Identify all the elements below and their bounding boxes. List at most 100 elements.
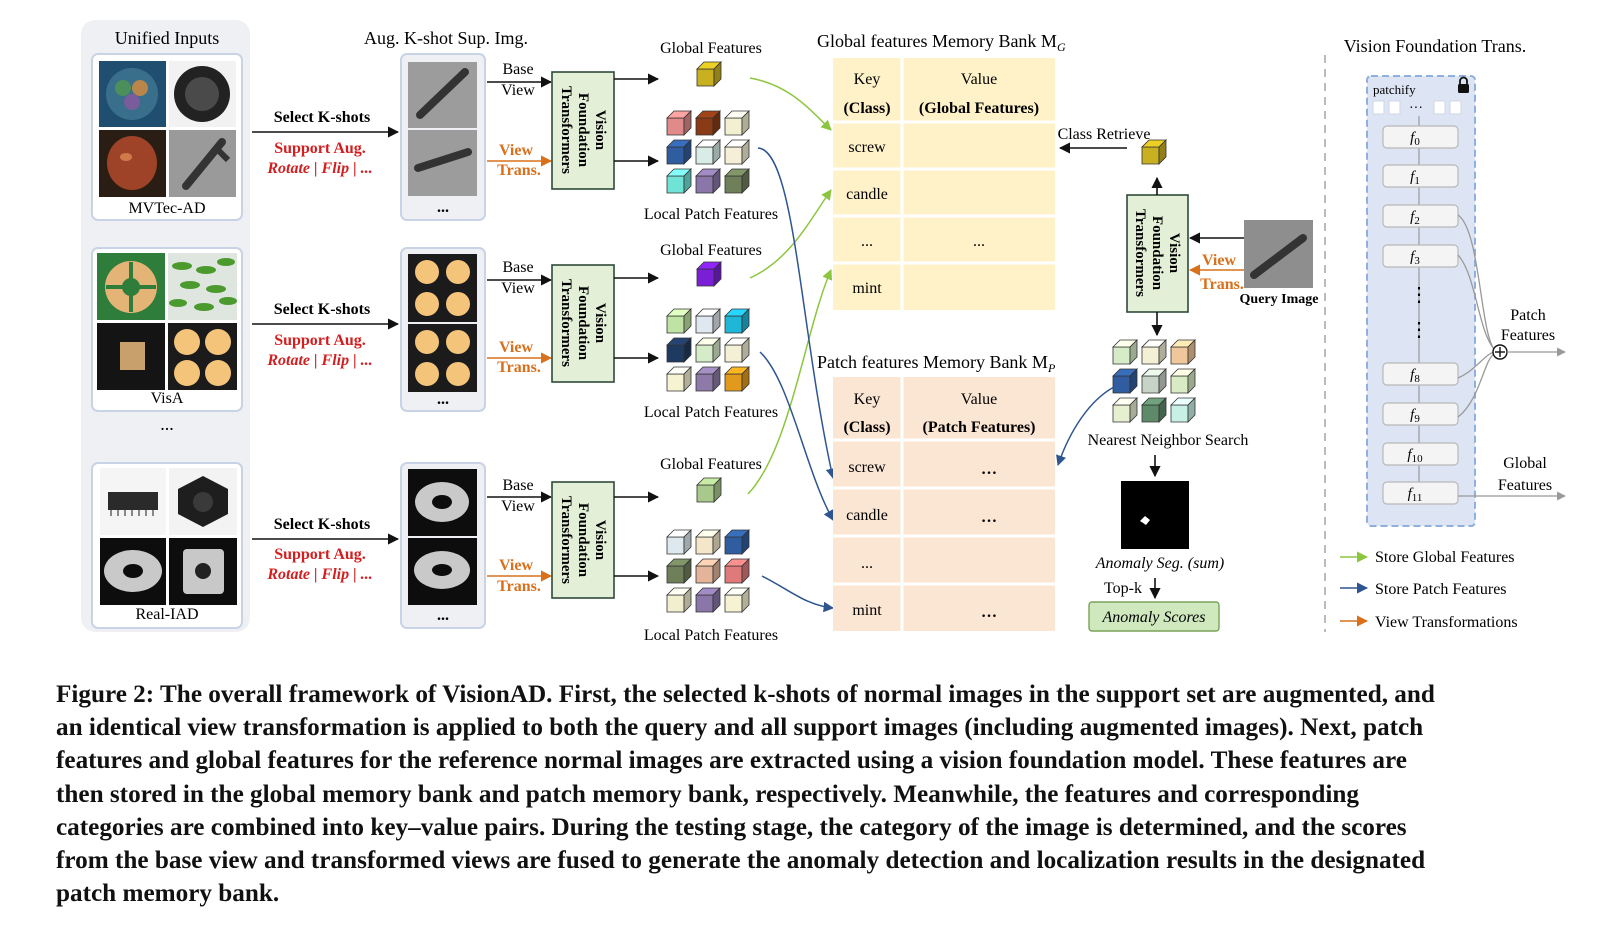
svg-text:...: ... bbox=[437, 391, 449, 408]
svg-text:⋮: ⋮ bbox=[1409, 319, 1429, 341]
caption-line: Figure 2: The overall framework of Visio… bbox=[56, 681, 1435, 708]
dataset-label-visa: VisA bbox=[151, 390, 184, 407]
svg-text:(Global Features): (Global Features) bbox=[919, 100, 1039, 117]
svg-text:Vision: Vision bbox=[592, 110, 608, 151]
feature-cube bbox=[666, 110, 692, 136]
svg-text:Base: Base bbox=[502, 61, 533, 78]
select-kshots-label: Select K-shots bbox=[274, 301, 370, 318]
svg-text:Vision: Vision bbox=[1166, 233, 1182, 274]
unified-inputs-panel: Unified Inputs MVTec-AD bbox=[81, 20, 250, 632]
feature-cube bbox=[695, 139, 721, 165]
feature-cube bbox=[666, 558, 692, 584]
select-kshots-row-2: Select K-shots Support Aug. Rotate | Fli… bbox=[252, 301, 400, 369]
anomaly-scores-label: Anomaly Scores bbox=[1102, 609, 1206, 626]
gbank-key-row: candle bbox=[846, 186, 888, 203]
feature-cube bbox=[695, 366, 721, 392]
svg-text:View: View bbox=[499, 142, 534, 159]
vft-layer-10: f10 bbox=[1382, 442, 1459, 466]
svg-text:Base: Base bbox=[502, 477, 533, 494]
feature-cube bbox=[696, 61, 722, 87]
feature-cube bbox=[724, 587, 750, 613]
feature-cube bbox=[724, 337, 750, 363]
feature-cube bbox=[666, 529, 692, 555]
vft-box bbox=[551, 264, 615, 383]
global-bank-title: Global features Memory Bank MG bbox=[817, 31, 1066, 54]
svg-text:Key: Key bbox=[854, 71, 881, 88]
feature-cube bbox=[695, 558, 721, 584]
svg-text:(Class): (Class) bbox=[843, 100, 890, 117]
caption-line: from the base view and transformed views… bbox=[56, 847, 1426, 875]
feature-cubes bbox=[666, 61, 1196, 625]
caption-line: features and global features for the ref… bbox=[56, 747, 1407, 775]
svg-text:f11: f11 bbox=[1408, 486, 1423, 504]
datasets-ellipsis: ... bbox=[160, 414, 174, 434]
svg-text:Key: Key bbox=[854, 391, 881, 408]
local-patch-features-label-2: Local Patch Features bbox=[644, 404, 778, 421]
patch-bank-title: Patch features Memory Bank MP bbox=[817, 352, 1056, 375]
local-patch-features-label-1: Local Patch Features bbox=[644, 206, 778, 223]
feature-cube bbox=[1141, 397, 1167, 423]
query-branch: Query Image View Trans. Vision Foundatio… bbox=[1056, 126, 1318, 632]
svg-text:f0: f0 bbox=[1410, 130, 1420, 148]
gbank-key-row: ... bbox=[861, 233, 873, 250]
vft-layer-1: f1 bbox=[1382, 164, 1459, 188]
svg-text:...: ... bbox=[437, 607, 449, 624]
svg-text:Transformers: Transformers bbox=[558, 496, 574, 584]
caption-line: an identical view transformation is appl… bbox=[56, 714, 1424, 742]
support-images-2: ... bbox=[400, 247, 486, 412]
feature-cube bbox=[1141, 139, 1167, 165]
pbank-key-row: candle bbox=[846, 507, 888, 524]
gbank-key-row: mint bbox=[852, 280, 882, 297]
feature-cube bbox=[666, 337, 692, 363]
svg-text:View: View bbox=[501, 82, 535, 99]
svg-text:f10: f10 bbox=[1407, 447, 1423, 465]
support-images-3: ... bbox=[400, 462, 486, 629]
vft-layer-9: f9 bbox=[1382, 402, 1459, 426]
aug-ops-label: Rotate | Flip | ... bbox=[266, 566, 372, 583]
svg-text:···: ··· bbox=[1409, 101, 1423, 116]
svg-text:View: View bbox=[501, 498, 535, 515]
vft-row-2: Base View View Trans. Vision Foundation … bbox=[487, 259, 660, 383]
anomaly-scores-box bbox=[1088, 601, 1220, 632]
global-features-label-3: Global Features bbox=[660, 456, 762, 473]
feature-cube bbox=[695, 110, 721, 136]
mvtec-thumbnails bbox=[99, 61, 236, 197]
feature-cube bbox=[724, 110, 750, 136]
feature-cube bbox=[1170, 397, 1196, 423]
local-patch-features-label-3: Local Patch Features bbox=[644, 627, 778, 644]
feature-cube bbox=[1112, 339, 1138, 365]
legend-view-trans: View Transformations bbox=[1375, 614, 1518, 631]
support-images-title: Aug. K-shot Sup. Img. bbox=[364, 28, 528, 48]
svg-text:Patch: Patch bbox=[1510, 307, 1546, 324]
svg-text:Transformers: Transformers bbox=[558, 279, 574, 367]
vft-box bbox=[551, 71, 615, 190]
support-images-1: ... bbox=[400, 53, 486, 221]
svg-text:f9: f9 bbox=[1410, 407, 1420, 425]
feature-cube bbox=[1112, 397, 1138, 423]
lock-icon bbox=[1458, 76, 1469, 93]
legend-store-global: Store Global Features bbox=[1375, 549, 1515, 566]
svg-text:(Patch Features): (Patch Features) bbox=[923, 419, 1036, 436]
feature-cube bbox=[666, 587, 692, 613]
svg-text:...: ... bbox=[437, 199, 449, 216]
class-retrieve-label: Class Retrieve bbox=[1058, 126, 1151, 143]
feature-cube bbox=[696, 261, 722, 287]
feature-cube bbox=[724, 366, 750, 392]
svg-text:f8: f8 bbox=[1410, 367, 1420, 385]
aug-ops-label: Rotate | Flip | ... bbox=[266, 160, 372, 177]
pbank-key-row: mint bbox=[852, 602, 882, 619]
visa-thumbnails bbox=[97, 253, 237, 390]
topk-label: Top-k bbox=[1104, 580, 1142, 597]
legend-store-patch: Store Patch Features bbox=[1375, 581, 1507, 598]
feature-cube bbox=[666, 366, 692, 392]
vft-box bbox=[551, 481, 615, 599]
support-aug-label: Support Aug. bbox=[274, 546, 366, 563]
feature-cube bbox=[695, 587, 721, 613]
vft-row-1: Base View View Trans. Vision Foundation … bbox=[487, 61, 660, 190]
support-aug-label: Support Aug. bbox=[274, 332, 366, 349]
vft-layer-2: f2 bbox=[1382, 204, 1459, 228]
framework-diagram: Unified Inputs MVTec-AD bbox=[81, 20, 1566, 644]
svg-text:⋮: ⋮ bbox=[1409, 284, 1429, 306]
dataset-label-realiad: Real-IAD bbox=[135, 606, 198, 623]
svg-text:Trans.: Trans. bbox=[497, 578, 541, 595]
